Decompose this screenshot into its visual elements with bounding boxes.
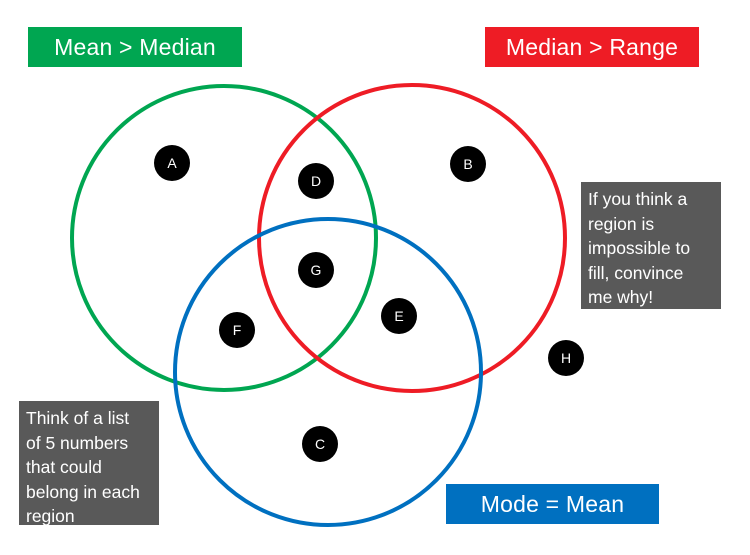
region-letter: B bbox=[463, 156, 472, 172]
region-dot bbox=[298, 252, 334, 288]
region-letter: D bbox=[311, 173, 321, 189]
region-marker-e: E bbox=[381, 298, 417, 334]
region-marker-d: D bbox=[298, 163, 334, 199]
region-dot bbox=[548, 340, 584, 376]
note-line: belong in each bbox=[26, 481, 140, 502]
region-dot bbox=[381, 298, 417, 334]
region-marker-a: A bbox=[154, 145, 190, 181]
region-marker-h: H bbox=[548, 340, 584, 376]
region-letter: G bbox=[311, 262, 322, 278]
circle-median-greater-range bbox=[257, 83, 567, 393]
region-dot bbox=[219, 312, 255, 348]
note-line: region is bbox=[588, 213, 655, 234]
region-dot bbox=[302, 426, 338, 462]
region-marker-f: F bbox=[219, 312, 255, 348]
note-line: that could bbox=[26, 457, 102, 477]
region-marker-b: B bbox=[450, 146, 486, 182]
region-marker-c: C bbox=[302, 426, 338, 462]
region-letter: F bbox=[233, 322, 242, 338]
circle-mean-greater-median bbox=[70, 84, 378, 392]
note-line: Think of a list bbox=[26, 408, 130, 428]
region-dot bbox=[154, 145, 190, 181]
note-line: impossible to bbox=[588, 238, 691, 258]
note-impossible-region: If you think a region is impossible to f… bbox=[581, 182, 721, 309]
region-dot bbox=[450, 146, 486, 182]
note-instructions: Think of a list of 5 numbers that could … bbox=[19, 401, 159, 526]
note-line: of 5 numbers bbox=[26, 432, 129, 453]
region-letter: A bbox=[167, 155, 177, 171]
note-line: me why! bbox=[588, 287, 654, 307]
set-label-mean-greater-median: Mean > Median bbox=[28, 27, 242, 67]
note-line: fill, convince bbox=[588, 262, 684, 283]
region-letter: H bbox=[561, 350, 571, 366]
set-label-mode-equals-mean: Mode = Mean bbox=[446, 484, 659, 524]
note-line: If you think a bbox=[588, 189, 688, 209]
region-marker-g: G bbox=[298, 252, 334, 288]
region-dot bbox=[298, 163, 334, 199]
region-letter: E bbox=[394, 308, 403, 324]
set-label-median-greater-range: Median > Range bbox=[485, 27, 699, 67]
circle-mode-equals-mean bbox=[173, 217, 483, 527]
region-letter: C bbox=[315, 436, 325, 452]
note-line: region bbox=[26, 506, 75, 526]
